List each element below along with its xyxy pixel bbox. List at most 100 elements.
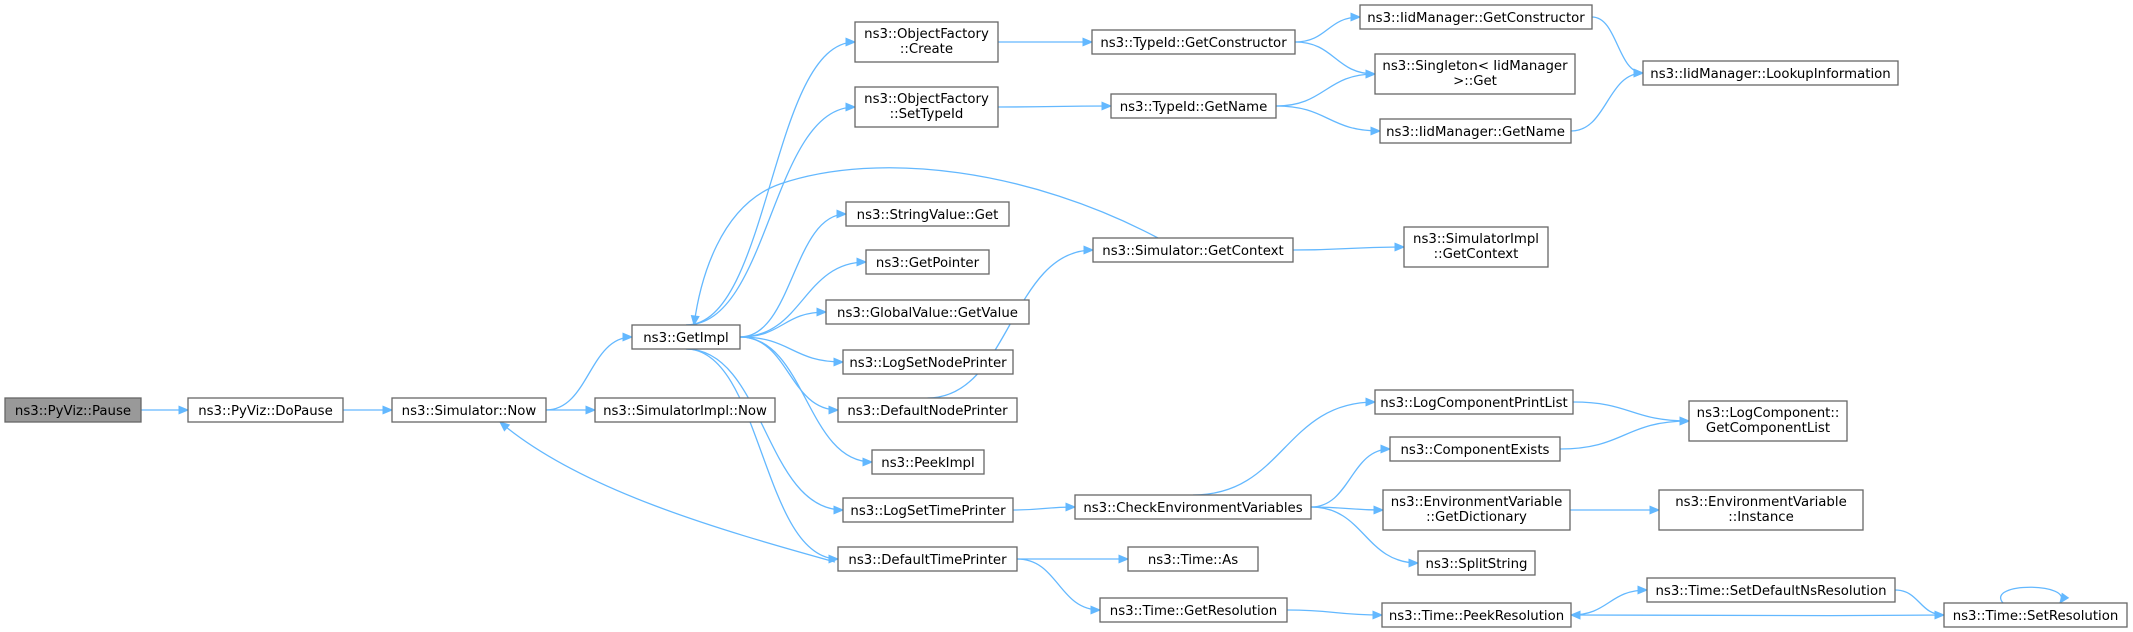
edge-line bbox=[1572, 401, 1690, 422]
edge-arrowhead bbox=[585, 405, 597, 415]
node-logsetnodeprinter[interactable]: ns3::LogSetNodePrinter bbox=[842, 349, 1014, 375]
node-pause[interactable]: ns3::PyViz::Pause bbox=[4, 397, 142, 423]
edge-line bbox=[1310, 506, 1419, 564]
node-timepeekres[interactable]: ns3::Time::PeekResolution bbox=[1381, 602, 1572, 628]
node-box bbox=[594, 397, 776, 423]
node-box bbox=[854, 86, 999, 128]
node-label: ns3::LogComponent:: bbox=[1697, 406, 1840, 421]
node-peekimpl[interactable]: ns3::PeekImpl bbox=[871, 449, 985, 475]
edge-arrowhead bbox=[1083, 245, 1095, 255]
edge-line bbox=[1016, 558, 1101, 611]
node-dopause[interactable]: ns3::PyViz::DoPause bbox=[187, 397, 344, 423]
node-timesetdefault[interactable]: ns3::Time::SetDefaultNsResolution bbox=[1646, 577, 1896, 603]
edge-getimpl-to-logsetnodeprinter bbox=[739, 336, 845, 367]
edge-line bbox=[1294, 41, 1376, 75]
edge-typeidgetname-to-iidgetname bbox=[1275, 105, 1382, 136]
edge-line bbox=[1570, 589, 1648, 616]
edge-dopause-to-simnow bbox=[343, 405, 394, 415]
node-box bbox=[1646, 577, 1896, 603]
node-componentexists[interactable]: ns3::ComponentExists bbox=[1389, 436, 1561, 462]
node-label: ns3::LogSetTimePrinter bbox=[850, 504, 1006, 519]
node-iidgetctor[interactable]: ns3::IidManager::GetConstructor bbox=[1359, 4, 1593, 30]
edge-timegetres-to-timepeekres bbox=[1286, 609, 1384, 620]
node-logcompprintlist[interactable]: ns3::LogComponentPrintList bbox=[1374, 389, 1574, 415]
node-box bbox=[837, 546, 1018, 572]
edge-arrowhead bbox=[1569, 610, 1581, 620]
node-label: ns3::PyViz::Pause bbox=[15, 404, 131, 419]
edge-arrowhead bbox=[1637, 585, 1649, 595]
node-label: ns3::Time::GetResolution bbox=[1110, 604, 1277, 619]
node-label: ns3::LogComponentPrintList bbox=[1380, 396, 1568, 411]
node-label: ns3::Simulator::Now bbox=[402, 404, 537, 419]
edge-arrowhead bbox=[2059, 592, 2070, 605]
edge-simgetcontext-to-getimpl bbox=[690, 167, 1159, 327]
node-label: ns3::TypeId::GetConstructor bbox=[1100, 36, 1287, 51]
node-timegetres[interactable]: ns3::Time::GetResolution bbox=[1099, 597, 1288, 623]
node-singleton[interactable]: ns3::Singleton< IidManager>::Get bbox=[1374, 53, 1576, 95]
edge-pause-to-dopause bbox=[141, 405, 190, 415]
node-box bbox=[1374, 53, 1576, 95]
edge-arrowhead bbox=[845, 37, 857, 47]
node-globalvalue[interactable]: ns3::GlobalValue::GetValue bbox=[825, 299, 1030, 325]
node-typeidgetctor[interactable]: ns3::TypeId::GetConstructor bbox=[1091, 29, 1296, 55]
node-simimplgetctx[interactable]: ns3::SimulatorImpl::GetContext bbox=[1403, 226, 1549, 268]
edge-getimpl-to-ofcreate bbox=[685, 37, 857, 326]
edge-iidgetname-to-iidlookup bbox=[1570, 68, 1645, 132]
node-label: ns3::LogSetNodePrinter bbox=[849, 356, 1007, 371]
node-iidlookup[interactable]: ns3::IidManager::LookupInformation bbox=[1642, 60, 1899, 86]
node-ofsettypeid[interactable]: ns3::ObjectFactory::SetTypeId bbox=[854, 86, 999, 128]
edge-arrowhead bbox=[862, 457, 874, 467]
node-checkenv[interactable]: ns3::CheckEnvironmentVariables bbox=[1074, 494, 1312, 520]
node-envinstance[interactable]: ns3::EnvironmentVariable::Instance bbox=[1658, 489, 1864, 531]
edge-line bbox=[1591, 16, 1644, 74]
edge-arrowhead bbox=[1370, 126, 1382, 136]
edge-ofcreate-to-typeidgetctor bbox=[998, 37, 1094, 47]
node-logcompgetlist[interactable]: ns3::LogComponent::GetComponentList bbox=[1688, 400, 1848, 442]
edge-checkenv-to-logcompprintlist bbox=[1192, 397, 1377, 496]
edge-arrowhead bbox=[1065, 502, 1077, 512]
node-simimplnow[interactable]: ns3::SimulatorImpl::Now bbox=[594, 397, 776, 423]
node-timeas[interactable]: ns3::Time::As bbox=[1127, 546, 1259, 572]
node-splitstring[interactable]: ns3::SplitString bbox=[1417, 550, 1536, 576]
node-label: ns3::GetImpl bbox=[643, 331, 728, 346]
node-label: ns3::EnvironmentVariable bbox=[1391, 495, 1563, 510]
node-label: ns3::Simulator::GetContext bbox=[1102, 244, 1283, 259]
node-label: ns3::SimulatorImpl bbox=[1413, 232, 1539, 247]
node-box bbox=[1403, 226, 1549, 268]
node-typeidgetname[interactable]: ns3::TypeId::GetName bbox=[1110, 93, 1277, 119]
edge-typeidgetctor-to-iidgetctor bbox=[1294, 12, 1362, 43]
edge-arrowhead bbox=[836, 209, 848, 219]
edge-arrowhead bbox=[845, 102, 857, 112]
node-box bbox=[631, 324, 741, 350]
edge-arrowhead bbox=[828, 405, 840, 415]
node-getimpl[interactable]: ns3::GetImpl bbox=[631, 324, 741, 350]
edge-arrowhead bbox=[1394, 242, 1406, 252]
edge-line bbox=[739, 336, 873, 463]
node-envgetdict[interactable]: ns3::EnvironmentVariable::GetDictionary bbox=[1382, 489, 1571, 531]
edge-arrowhead bbox=[1118, 554, 1130, 564]
node-timesetres[interactable]: ns3::Time::SetResolution bbox=[1943, 602, 2128, 628]
node-label: ns3::IidManager::GetConstructor bbox=[1367, 11, 1585, 26]
node-label: ns3::PyViz::DoPause bbox=[198, 404, 333, 419]
node-label: ns3::GetPointer bbox=[876, 256, 980, 271]
node-label: ns3::IidManager::LookupInformation bbox=[1650, 67, 1890, 82]
edge-arrowhead bbox=[1082, 37, 1094, 47]
node-box bbox=[1074, 494, 1312, 520]
edge-line bbox=[1999, 586, 2063, 604]
node-iidgetname[interactable]: ns3::IidManager::GetName bbox=[1379, 118, 1572, 144]
node-simnow[interactable]: ns3::Simulator::Now bbox=[391, 397, 547, 423]
node-defaultnodeprinter[interactable]: ns3::DefaultNodePrinter bbox=[837, 397, 1018, 423]
node-stringvalueget[interactable]: ns3::StringValue::Get bbox=[845, 201, 1010, 227]
edge-typeidgetctor-to-singleton bbox=[1294, 41, 1377, 79]
node-simgetcontext[interactable]: ns3::Simulator::GetContext bbox=[1092, 237, 1294, 263]
node-getpointer[interactable]: ns3::GetPointer bbox=[865, 249, 990, 275]
node-logsettimeprinter[interactable]: ns3::LogSetTimePrinter bbox=[842, 497, 1014, 523]
node-ofcreate[interactable]: ns3::ObjectFactory::Create bbox=[854, 21, 999, 63]
edge-iidgetctor-to-iidlookup bbox=[1591, 16, 1645, 78]
node-label: ns3::Time::PeekResolution bbox=[1389, 609, 1564, 624]
edge-arrowhead bbox=[1408, 558, 1420, 568]
node-label: ns3::EnvironmentVariable bbox=[1675, 495, 1847, 510]
edge-arrowhead bbox=[622, 332, 634, 342]
node-defaulttimeprinter[interactable]: ns3::DefaultTimePrinter bbox=[837, 546, 1018, 572]
node-label: ns3::Time::As bbox=[1148, 553, 1238, 568]
